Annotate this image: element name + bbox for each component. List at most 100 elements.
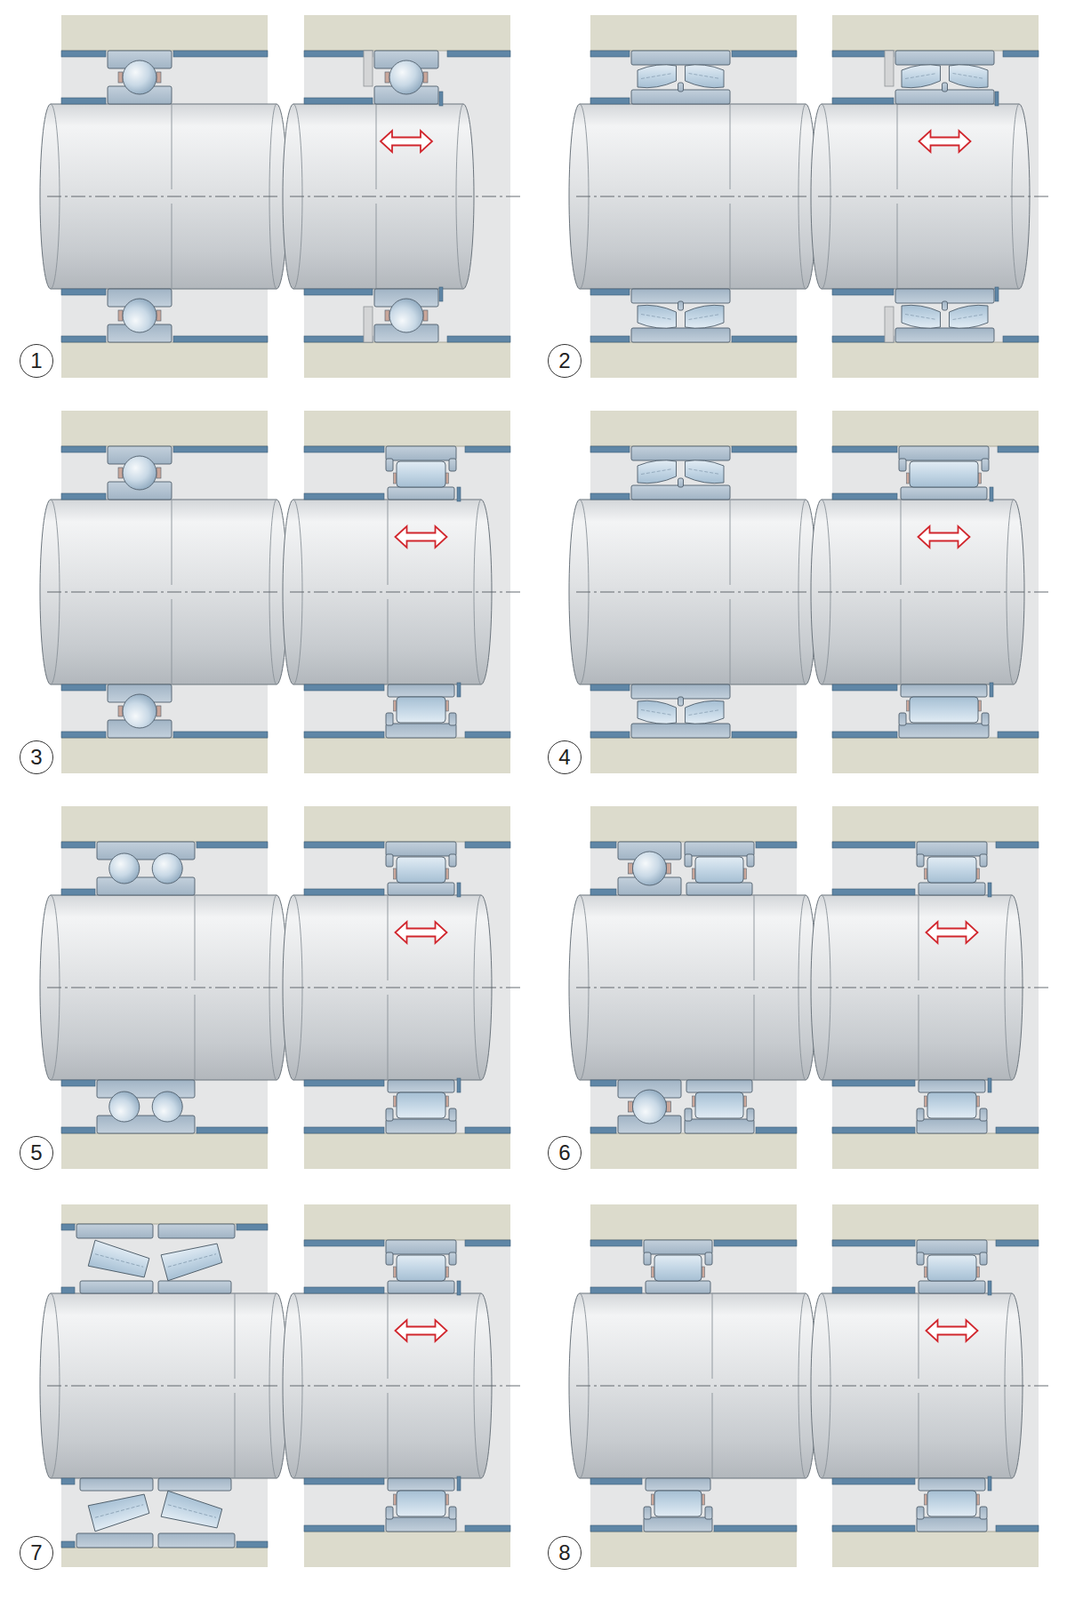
housing bbox=[832, 738, 1039, 774]
bearing-ring bbox=[898, 458, 907, 472]
snap-ring bbox=[987, 882, 992, 898]
housing-ring bbox=[995, 1525, 1039, 1533]
bearing-ring bbox=[979, 1108, 987, 1122]
housing-ring bbox=[731, 446, 797, 453]
snap-ring bbox=[439, 91, 443, 106]
housing bbox=[590, 1204, 797, 1241]
housing-ring bbox=[995, 1127, 1039, 1134]
bearing-ring bbox=[80, 1281, 153, 1294]
housing bbox=[61, 342, 268, 378]
lower-section bbox=[304, 1393, 461, 1533]
housing-ring bbox=[304, 336, 373, 343]
bearing-ring bbox=[684, 842, 755, 857]
tapered-roller-body bbox=[160, 1240, 224, 1282]
centre-line bbox=[47, 592, 281, 594]
bearing-ring bbox=[449, 458, 457, 472]
bearing-arrangement bbox=[40, 410, 288, 774]
housing-ring bbox=[755, 1127, 797, 1134]
housing-ring bbox=[832, 731, 898, 739]
spherical-roller bbox=[637, 64, 677, 89]
housing-cover bbox=[363, 50, 373, 87]
housing-ring bbox=[173, 50, 268, 57]
tapered-roller-body bbox=[88, 1240, 151, 1282]
cage bbox=[393, 1096, 397, 1108]
ball bbox=[633, 1090, 667, 1124]
shaft-shoulder bbox=[897, 203, 899, 289]
housing bbox=[304, 15, 511, 51]
lower-section bbox=[832, 994, 992, 1134]
housing-ring bbox=[590, 446, 630, 453]
spacer-ring bbox=[590, 684, 630, 691]
roller-axis bbox=[641, 314, 674, 321]
bearing-ring bbox=[385, 1108, 394, 1122]
tapered-roller-body bbox=[160, 1491, 224, 1533]
tapered-roller bbox=[88, 1240, 151, 1282]
upper-section bbox=[304, 446, 461, 586]
shaft-shoulder bbox=[387, 1393, 389, 1479]
bearing-ring bbox=[916, 1108, 924, 1122]
bearing-ring bbox=[631, 446, 731, 461]
housing bbox=[590, 410, 797, 447]
cage bbox=[702, 1494, 706, 1506]
housing-ring bbox=[61, 446, 106, 453]
cage bbox=[156, 467, 161, 479]
callout-number: 3 bbox=[30, 746, 42, 769]
snap-ring bbox=[457, 1476, 461, 1492]
bearing-ring bbox=[387, 1080, 455, 1093]
axial-displacement-arrow bbox=[926, 1320, 979, 1342]
cage bbox=[692, 868, 696, 880]
bearing-ring bbox=[449, 1252, 457, 1266]
lower-section bbox=[590, 203, 731, 343]
spacer-ring bbox=[61, 684, 106, 691]
upper-section bbox=[61, 50, 172, 190]
bearing-ring bbox=[918, 1478, 986, 1492]
bearing-ring bbox=[76, 1533, 153, 1549]
bearing-ring bbox=[942, 301, 948, 311]
spacer-ring bbox=[61, 493, 106, 500]
roller-axis bbox=[641, 469, 674, 475]
bearing-ring bbox=[916, 854, 924, 867]
shaft bbox=[569, 1293, 817, 1479]
bearing-ring bbox=[979, 854, 987, 867]
roller-axis bbox=[95, 1254, 144, 1268]
shaft bbox=[569, 895, 817, 1081]
housing-ring bbox=[61, 50, 106, 57]
roller bbox=[396, 1092, 446, 1119]
cage bbox=[906, 700, 910, 712]
bearing-ring bbox=[981, 458, 989, 472]
roller-axis bbox=[95, 1505, 144, 1519]
upper-section bbox=[590, 1240, 713, 1380]
roller bbox=[396, 857, 446, 883]
housing bbox=[590, 342, 797, 378]
centre-line bbox=[289, 196, 523, 198]
housing bbox=[304, 738, 511, 774]
bearing-ring bbox=[684, 1119, 755, 1134]
cage bbox=[446, 1096, 450, 1108]
bearing-arrangement bbox=[569, 15, 817, 378]
bearing-ring bbox=[158, 1533, 235, 1549]
ball bbox=[389, 60, 424, 95]
housing-ring bbox=[590, 50, 630, 57]
spacer-ring bbox=[832, 889, 915, 896]
spacer-ring bbox=[304, 889, 385, 896]
callout-number: 2 bbox=[558, 350, 570, 372]
cage bbox=[393, 1494, 397, 1506]
bearing-ring bbox=[705, 1507, 713, 1520]
roller-axis bbox=[641, 710, 674, 716]
spacer-ring bbox=[832, 684, 898, 691]
snap-ring bbox=[989, 682, 994, 698]
snap-ring bbox=[457, 487, 461, 502]
centre-line bbox=[818, 1386, 1051, 1388]
callout-number: 5 bbox=[30, 1142, 42, 1164]
bearing-arrangement bbox=[569, 806, 817, 1170]
spherical-roller bbox=[949, 304, 989, 329]
upper-section bbox=[590, 446, 731, 586]
housing bbox=[304, 1133, 511, 1170]
spherical-roller bbox=[901, 64, 941, 89]
shaft bbox=[569, 104, 817, 289]
upper-section bbox=[61, 1224, 235, 1380]
housing bbox=[61, 15, 268, 51]
bearing-ring bbox=[385, 458, 394, 472]
